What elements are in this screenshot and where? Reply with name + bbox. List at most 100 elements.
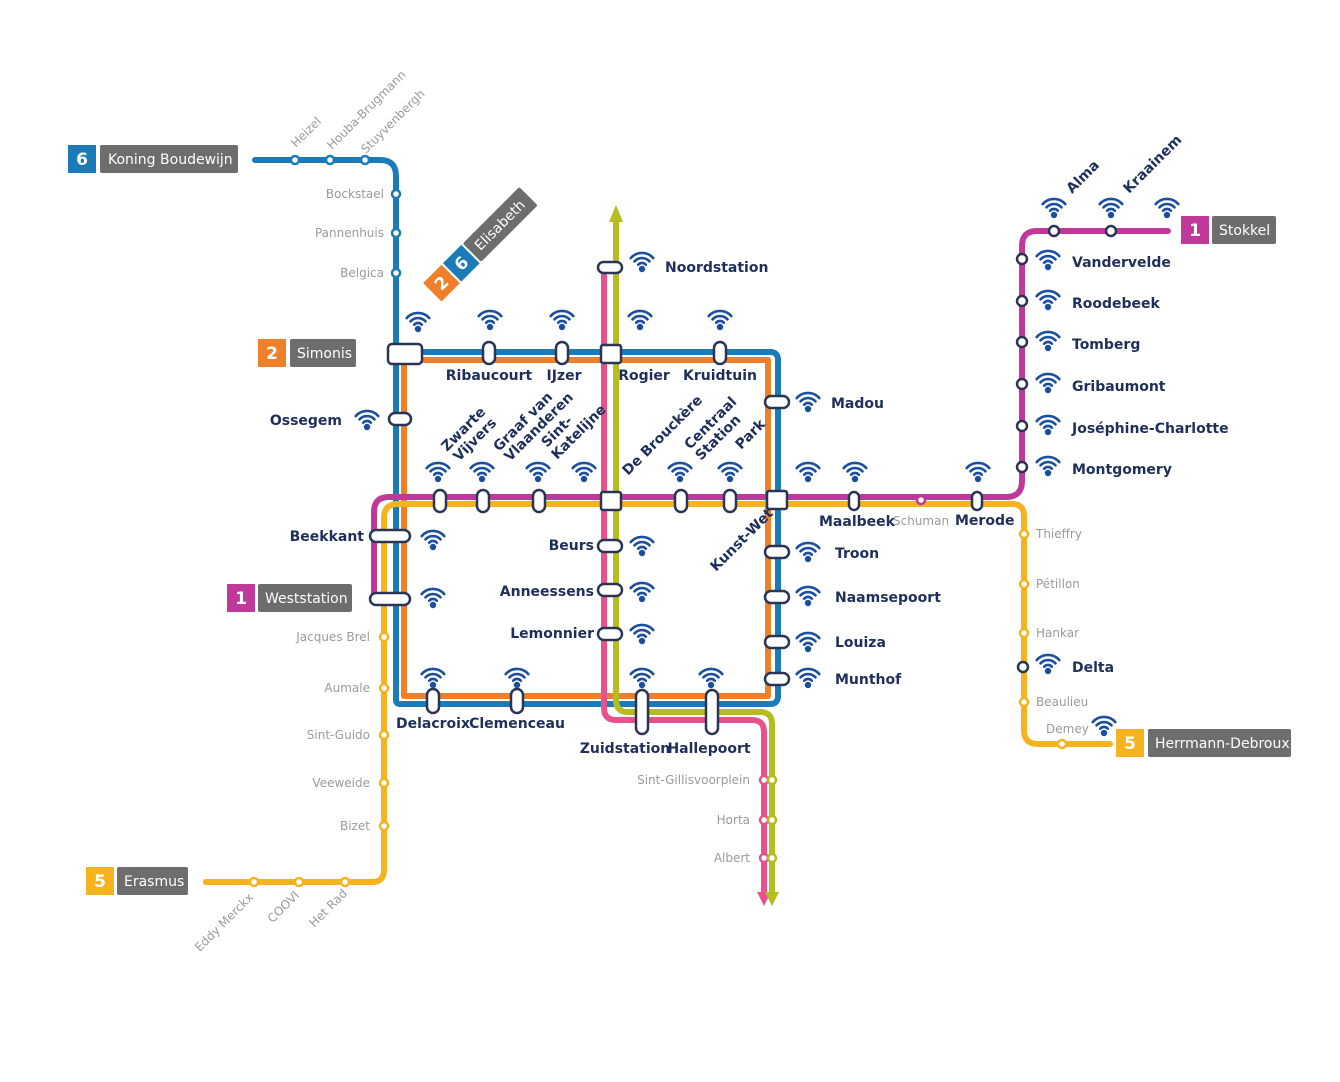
station-madou: Madou xyxy=(831,396,884,412)
wifi-icon xyxy=(504,667,530,689)
wifi-icon xyxy=(1091,715,1117,737)
station-noordstation: Noordstation xyxy=(665,260,768,276)
station-albert: Albert xyxy=(714,851,750,865)
station-aumale: Aumale xyxy=(324,681,370,695)
station-petillon: Pétillon xyxy=(1036,577,1080,591)
terminus-label: Weststation xyxy=(265,591,348,607)
wifi-icon xyxy=(629,535,655,557)
terminus-label: Stokkel xyxy=(1219,223,1270,239)
terminus-elisabeth: 2 6 Elisabeth xyxy=(423,187,537,302)
terminus-erasmus: 5 Erasmus xyxy=(86,867,188,895)
station-heizel: Heizel xyxy=(288,114,324,150)
wifi-icon xyxy=(525,461,551,483)
station-maalbeek: Maalbeek xyxy=(819,514,896,530)
station-markers xyxy=(248,154,1118,888)
station-montgomery: Montgomery xyxy=(1072,462,1172,478)
station-sint-gillisvoorplein: Sint-Gillisvoorplein xyxy=(637,773,750,787)
wifi-icon xyxy=(469,461,495,483)
station-jacques-brel: Jacques Brel xyxy=(295,630,370,644)
station-bizet: Bizet xyxy=(340,819,370,833)
wifi-icon xyxy=(425,461,451,483)
station-labels: Heizel Houba-Brugmann Stuyvenbergh Bocks… xyxy=(192,68,1229,955)
wifi-icon xyxy=(420,529,446,551)
station-sint-guido: Sint-Guido xyxy=(307,728,370,742)
terminus-label: Elisabeth xyxy=(472,197,529,254)
station-hallepoort: Hallepoort xyxy=(667,741,750,757)
station-tomberg: Tomberg xyxy=(1072,337,1140,353)
station-kruidtuin: Kruidtuin xyxy=(683,368,757,384)
station-anneessens: Anneessens xyxy=(500,584,594,600)
wifi-icon xyxy=(707,309,733,331)
wifi-icon xyxy=(627,309,653,331)
station-eddy-merckx: Eddy Merckx xyxy=(192,890,256,954)
wifi-icon xyxy=(629,581,655,603)
olive-north-south-route xyxy=(609,205,779,906)
line-2-route xyxy=(401,349,771,699)
terminus-simonis: 2 Simonis xyxy=(258,339,356,367)
station-alma: Alma xyxy=(1064,157,1103,196)
wifi-icon xyxy=(795,631,821,653)
wifi-icon xyxy=(795,585,821,607)
wifi-icon xyxy=(1035,249,1061,271)
station-vandervelde: Vandervelde xyxy=(1072,255,1171,271)
wifi-icon xyxy=(842,461,868,483)
wifi-icon xyxy=(698,667,724,689)
wifi-icon xyxy=(420,667,446,689)
station-ijzer: IJzer xyxy=(547,368,582,384)
station-lemonnier: Lemonnier xyxy=(510,626,594,642)
station-ribaucourt: Ribaucourt xyxy=(446,368,533,384)
station-thieffry: Thieffry xyxy=(1035,527,1082,541)
wifi-icon xyxy=(1035,330,1061,352)
line-1-route xyxy=(371,228,1171,601)
wifi-icon xyxy=(795,667,821,689)
wifi-icon xyxy=(420,587,446,609)
wifi-icons xyxy=(354,197,1180,737)
line-5-route xyxy=(203,501,1113,885)
station-roodebeek: Roodebeek xyxy=(1072,296,1161,312)
station-bockstael: Bockstael xyxy=(326,187,384,201)
station-het-rad: Het Rad xyxy=(306,886,350,930)
station-delacroix: Delacroix xyxy=(396,716,470,732)
wifi-icon xyxy=(1154,197,1180,219)
station-pannenhuis: Pannenhuis xyxy=(315,226,384,240)
wifi-icon xyxy=(549,309,575,331)
wifi-icon xyxy=(965,461,991,483)
terminus-stokkel: 1 Stokkel xyxy=(1181,216,1276,244)
line-number-5: 5 xyxy=(1124,734,1136,754)
station-belgica: Belgica xyxy=(340,266,384,280)
wifi-icon xyxy=(629,623,655,645)
wifi-icon xyxy=(1035,289,1061,311)
wifi-icon xyxy=(667,461,693,483)
wifi-icon xyxy=(1035,653,1061,675)
wifi-icon xyxy=(795,461,821,483)
station-beekkant: Beekkant xyxy=(290,529,365,545)
station-rogier: Rogier xyxy=(618,368,670,384)
line-number-1: 1 xyxy=(1189,221,1201,241)
wifi-icon xyxy=(795,541,821,563)
line-number-5: 5 xyxy=(94,872,106,892)
wifi-icon xyxy=(1041,197,1067,219)
wifi-icon xyxy=(1035,372,1061,394)
wifi-icon xyxy=(354,409,380,431)
station-ossegem: Ossegem xyxy=(270,413,342,429)
station-horta: Horta xyxy=(717,813,750,827)
wifi-icon xyxy=(1035,455,1061,477)
station-beaulieu: Beaulieu xyxy=(1036,695,1088,709)
station-beurs: Beurs xyxy=(549,538,594,554)
station-zuidstation: Zuidstation xyxy=(580,741,671,757)
terminus-label: Erasmus xyxy=(124,874,184,890)
station-schuman: Schuman xyxy=(893,514,949,528)
station-kraainem: Kraainem xyxy=(1121,132,1186,197)
wifi-icon xyxy=(795,391,821,413)
wifi-icon xyxy=(629,667,655,689)
station-troon: Troon xyxy=(835,546,879,562)
wifi-icon xyxy=(1035,414,1061,436)
wifi-icon xyxy=(629,251,655,273)
station-munthof: Munthof xyxy=(835,672,902,688)
terminus-weststation: 1 Weststation xyxy=(227,584,352,612)
line-6-route xyxy=(252,157,781,707)
wifi-icon xyxy=(477,309,503,331)
station-gribaumont: Gribaumont xyxy=(1072,379,1166,395)
station-clemenceau: Clemenceau xyxy=(469,716,565,732)
